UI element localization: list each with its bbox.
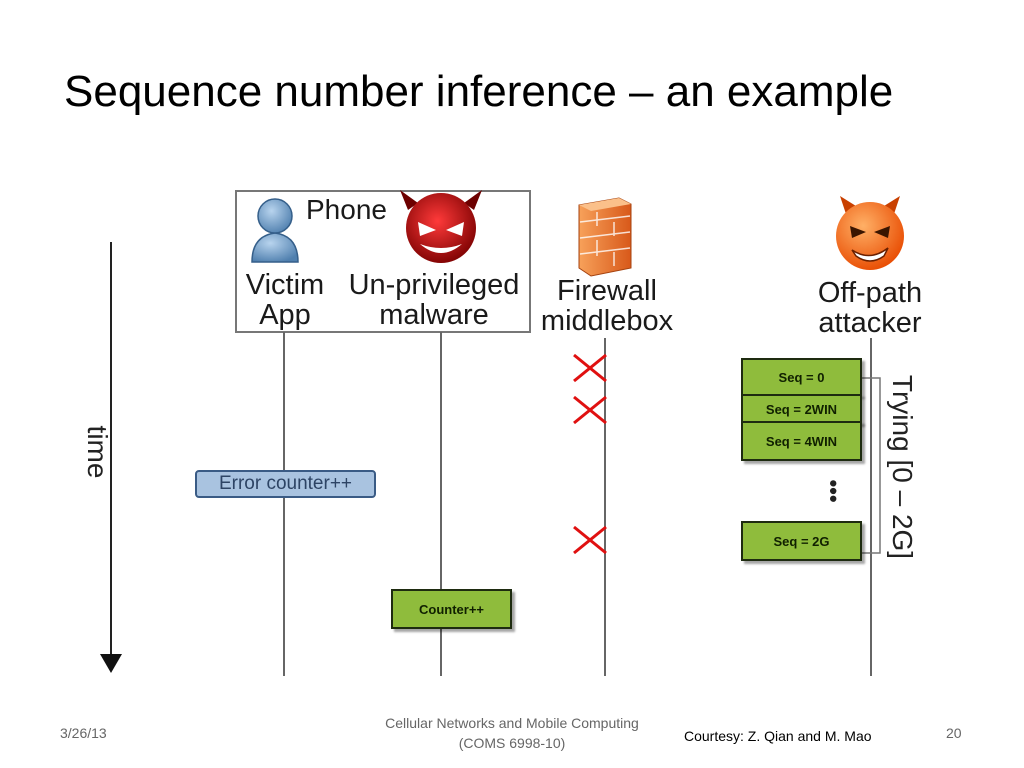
time-arrow-head: [100, 654, 122, 673]
footer-course: Cellular Networks and Mobile Computing (…: [352, 713, 672, 753]
seq-box-0: Seq = 0: [741, 358, 862, 396]
blocked-x-icon: [573, 525, 607, 555]
footer-course-line2: (COMS 6998-10): [458, 735, 566, 751]
seq-box-2g: Seq = 2G: [741, 521, 862, 561]
slide-title: Sequence number inference – an example: [64, 67, 894, 116]
error-counter-box: Error counter++: [195, 470, 376, 498]
footer-courtesy: Courtesy: Z. Qian and M. Mao: [684, 728, 872, 744]
devil-malware-icon: [400, 190, 482, 263]
blocked-x-icon: [573, 353, 607, 383]
trying-label: Trying [0 – 2G]: [887, 375, 918, 559]
seq-box-4win: Seq = 4WIN: [741, 421, 862, 461]
sequence-diagram: time Trying [0 – 2G] •••: [82, 190, 918, 676]
footer-page-number: 20: [946, 725, 962, 741]
phone-group-label: Phone: [306, 194, 387, 225]
trying-bracket: [862, 377, 881, 554]
firewall-brick-icon: [578, 197, 632, 277]
footer-course-line1: Cellular Networks and Mobile Computing: [385, 715, 639, 731]
attacker-devil-icon: [836, 196, 904, 270]
actor-label-firewall: Firewall middlebox: [540, 275, 674, 337]
actor-label-malware: Un-privileged malware: [348, 269, 520, 331]
actor-label-victim-app: Victim App: [245, 269, 325, 331]
seq-box-2win: Seq = 2WIN: [741, 394, 862, 424]
user-icon: [251, 198, 299, 263]
blocked-x-icon: [573, 395, 607, 425]
time-label: time: [82, 426, 113, 479]
footer-date: 3/26/13: [60, 725, 107, 741]
counter-box: Counter++: [391, 589, 512, 629]
seq-ellipsis: •••: [821, 479, 846, 502]
actor-label-attacker: Off-path attacker: [817, 277, 923, 339]
